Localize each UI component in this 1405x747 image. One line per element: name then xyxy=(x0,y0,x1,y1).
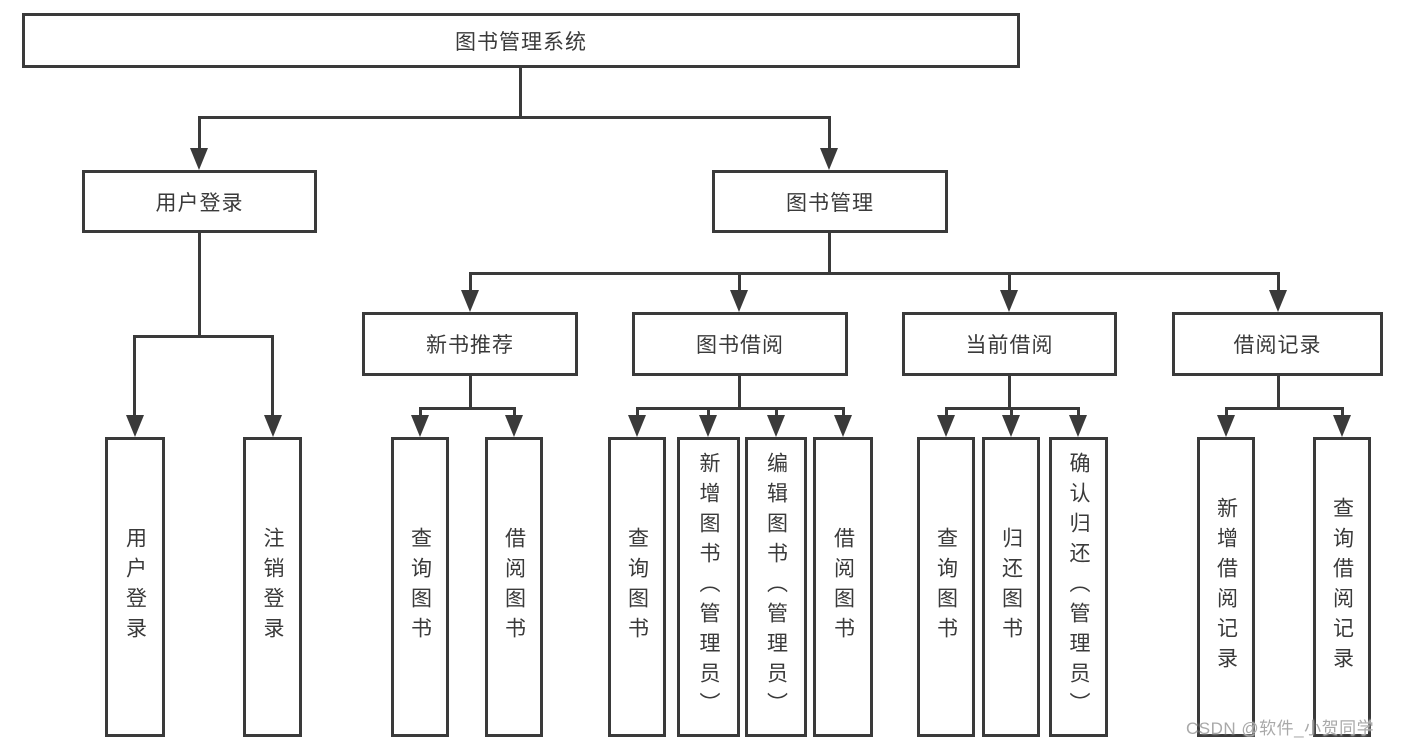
connector-line xyxy=(198,233,201,335)
leaf-label: 编辑图书（管理员） xyxy=(764,452,788,722)
node-current-borrowing: 当前借阅 xyxy=(902,312,1117,376)
arrow-down-icon xyxy=(730,290,748,312)
connector-line xyxy=(1341,407,1344,418)
leaf-query-books-borrow: 查询图书 xyxy=(608,437,666,737)
leaf-label: 查询图书 xyxy=(625,527,649,647)
arrow-down-icon xyxy=(126,415,144,437)
arrow-down-icon xyxy=(1333,415,1351,437)
connector-line xyxy=(775,407,778,418)
connector-line xyxy=(1008,272,1011,294)
leaf-confirm-return-admin: 确认归还（管理员） xyxy=(1049,437,1108,737)
connector-line xyxy=(519,68,522,117)
node-book-management: 图书管理 xyxy=(712,170,948,233)
arrow-down-icon xyxy=(699,415,717,437)
node-library-management-system: 图书管理系统 xyxy=(22,13,1020,68)
arrow-down-icon xyxy=(1069,415,1087,437)
node-user-login: 用户登录 xyxy=(82,170,317,233)
connector-line xyxy=(1277,376,1280,407)
connector-line xyxy=(842,407,845,418)
leaf-query-borrow-record: 查询借阅记录 xyxy=(1313,437,1371,737)
connector-line xyxy=(945,407,948,418)
arrow-down-icon xyxy=(628,415,646,437)
leaf-add-borrow-record: 新增借阅记录 xyxy=(1197,437,1255,737)
leaf-edit-books-admin: 编辑图书（管理员） xyxy=(745,437,807,737)
csdn-watermark: CSDN @软件_小贺同学 xyxy=(1186,719,1375,738)
connector-line xyxy=(738,272,741,294)
leaf-label: 新增图书（管理员） xyxy=(697,452,720,722)
leaf-label: 注销登录 xyxy=(261,527,284,647)
leaf-label: 借阅图书 xyxy=(831,527,855,647)
leaf-query-books-recommend: 查询图书 xyxy=(391,437,449,737)
arrow-down-icon xyxy=(190,148,208,170)
leaf-query-books-current: 查询图书 xyxy=(917,437,975,737)
node-label: 新书推荐 xyxy=(426,334,514,357)
node-label: 当前借阅 xyxy=(965,334,1054,357)
connector-line xyxy=(1225,407,1344,410)
connector-line xyxy=(636,407,845,410)
node-label: 用户登录 xyxy=(155,191,244,215)
connector-line xyxy=(271,335,274,419)
leaf-add-books-admin: 新增图书（管理员） xyxy=(677,437,740,737)
node-label: 图书管理 xyxy=(786,191,874,215)
connector-line xyxy=(636,407,639,418)
arrow-down-icon xyxy=(264,415,282,437)
leaf-label: 借阅图书 xyxy=(502,527,526,647)
connector-line xyxy=(828,116,831,152)
leaf-label: 查询借阅记录 xyxy=(1330,497,1354,677)
leaf-return-books: 归还图书 xyxy=(982,437,1040,737)
connector-line xyxy=(133,335,274,338)
connector-line xyxy=(707,407,710,418)
node-label: 借阅记录 xyxy=(1233,334,1322,357)
connector-line xyxy=(738,376,741,407)
arrow-down-icon xyxy=(411,415,429,437)
connector-line xyxy=(1225,407,1228,418)
node-book-borrowing: 图书借阅 xyxy=(632,312,848,376)
leaf-label: 查询图书 xyxy=(408,527,432,647)
leaf-borrow-books: 借阅图书 xyxy=(813,437,873,737)
arrow-down-icon xyxy=(1217,415,1235,437)
node-new-book-recommendation: 新书推荐 xyxy=(362,312,578,376)
arrow-down-icon xyxy=(1002,415,1020,437)
leaf-label: 确认归还（管理员） xyxy=(1067,452,1090,722)
arrow-down-icon xyxy=(937,415,955,437)
node-label: 图书借阅 xyxy=(696,334,784,357)
node-label: 图书管理系统 xyxy=(455,30,587,54)
connector-line xyxy=(469,272,1280,275)
arrow-down-icon xyxy=(505,415,523,437)
connector-line xyxy=(198,116,201,152)
leaf-label: 用户登录 xyxy=(123,527,147,647)
connector-line xyxy=(1277,272,1280,294)
connector-line xyxy=(1077,407,1080,418)
arrow-down-icon xyxy=(767,415,785,437)
leaf-borrow-books-recommend: 借阅图书 xyxy=(485,437,543,737)
connector-line xyxy=(198,116,831,119)
connector-line xyxy=(469,272,472,294)
arrow-down-icon xyxy=(834,415,852,437)
leaf-user-login: 用户登录 xyxy=(105,437,165,737)
arrow-down-icon xyxy=(820,148,838,170)
leaf-label: 归还图书 xyxy=(999,527,1023,647)
connector-line xyxy=(513,407,516,418)
connector-line xyxy=(828,233,831,274)
arrow-down-icon xyxy=(461,290,479,312)
connector-line xyxy=(1010,407,1013,418)
connector-line xyxy=(133,335,136,419)
connector-line xyxy=(469,376,472,407)
arrow-down-icon xyxy=(1000,290,1018,312)
leaf-label: 查询图书 xyxy=(934,527,958,647)
connector-line xyxy=(1008,376,1011,407)
leaf-label: 新增借阅记录 xyxy=(1214,497,1238,677)
arrow-down-icon xyxy=(1269,290,1287,312)
leaf-logout: 注销登录 xyxy=(243,437,302,737)
connector-line xyxy=(419,407,422,418)
connector-line xyxy=(419,407,516,410)
node-borrowing-records: 借阅记录 xyxy=(1172,312,1383,376)
